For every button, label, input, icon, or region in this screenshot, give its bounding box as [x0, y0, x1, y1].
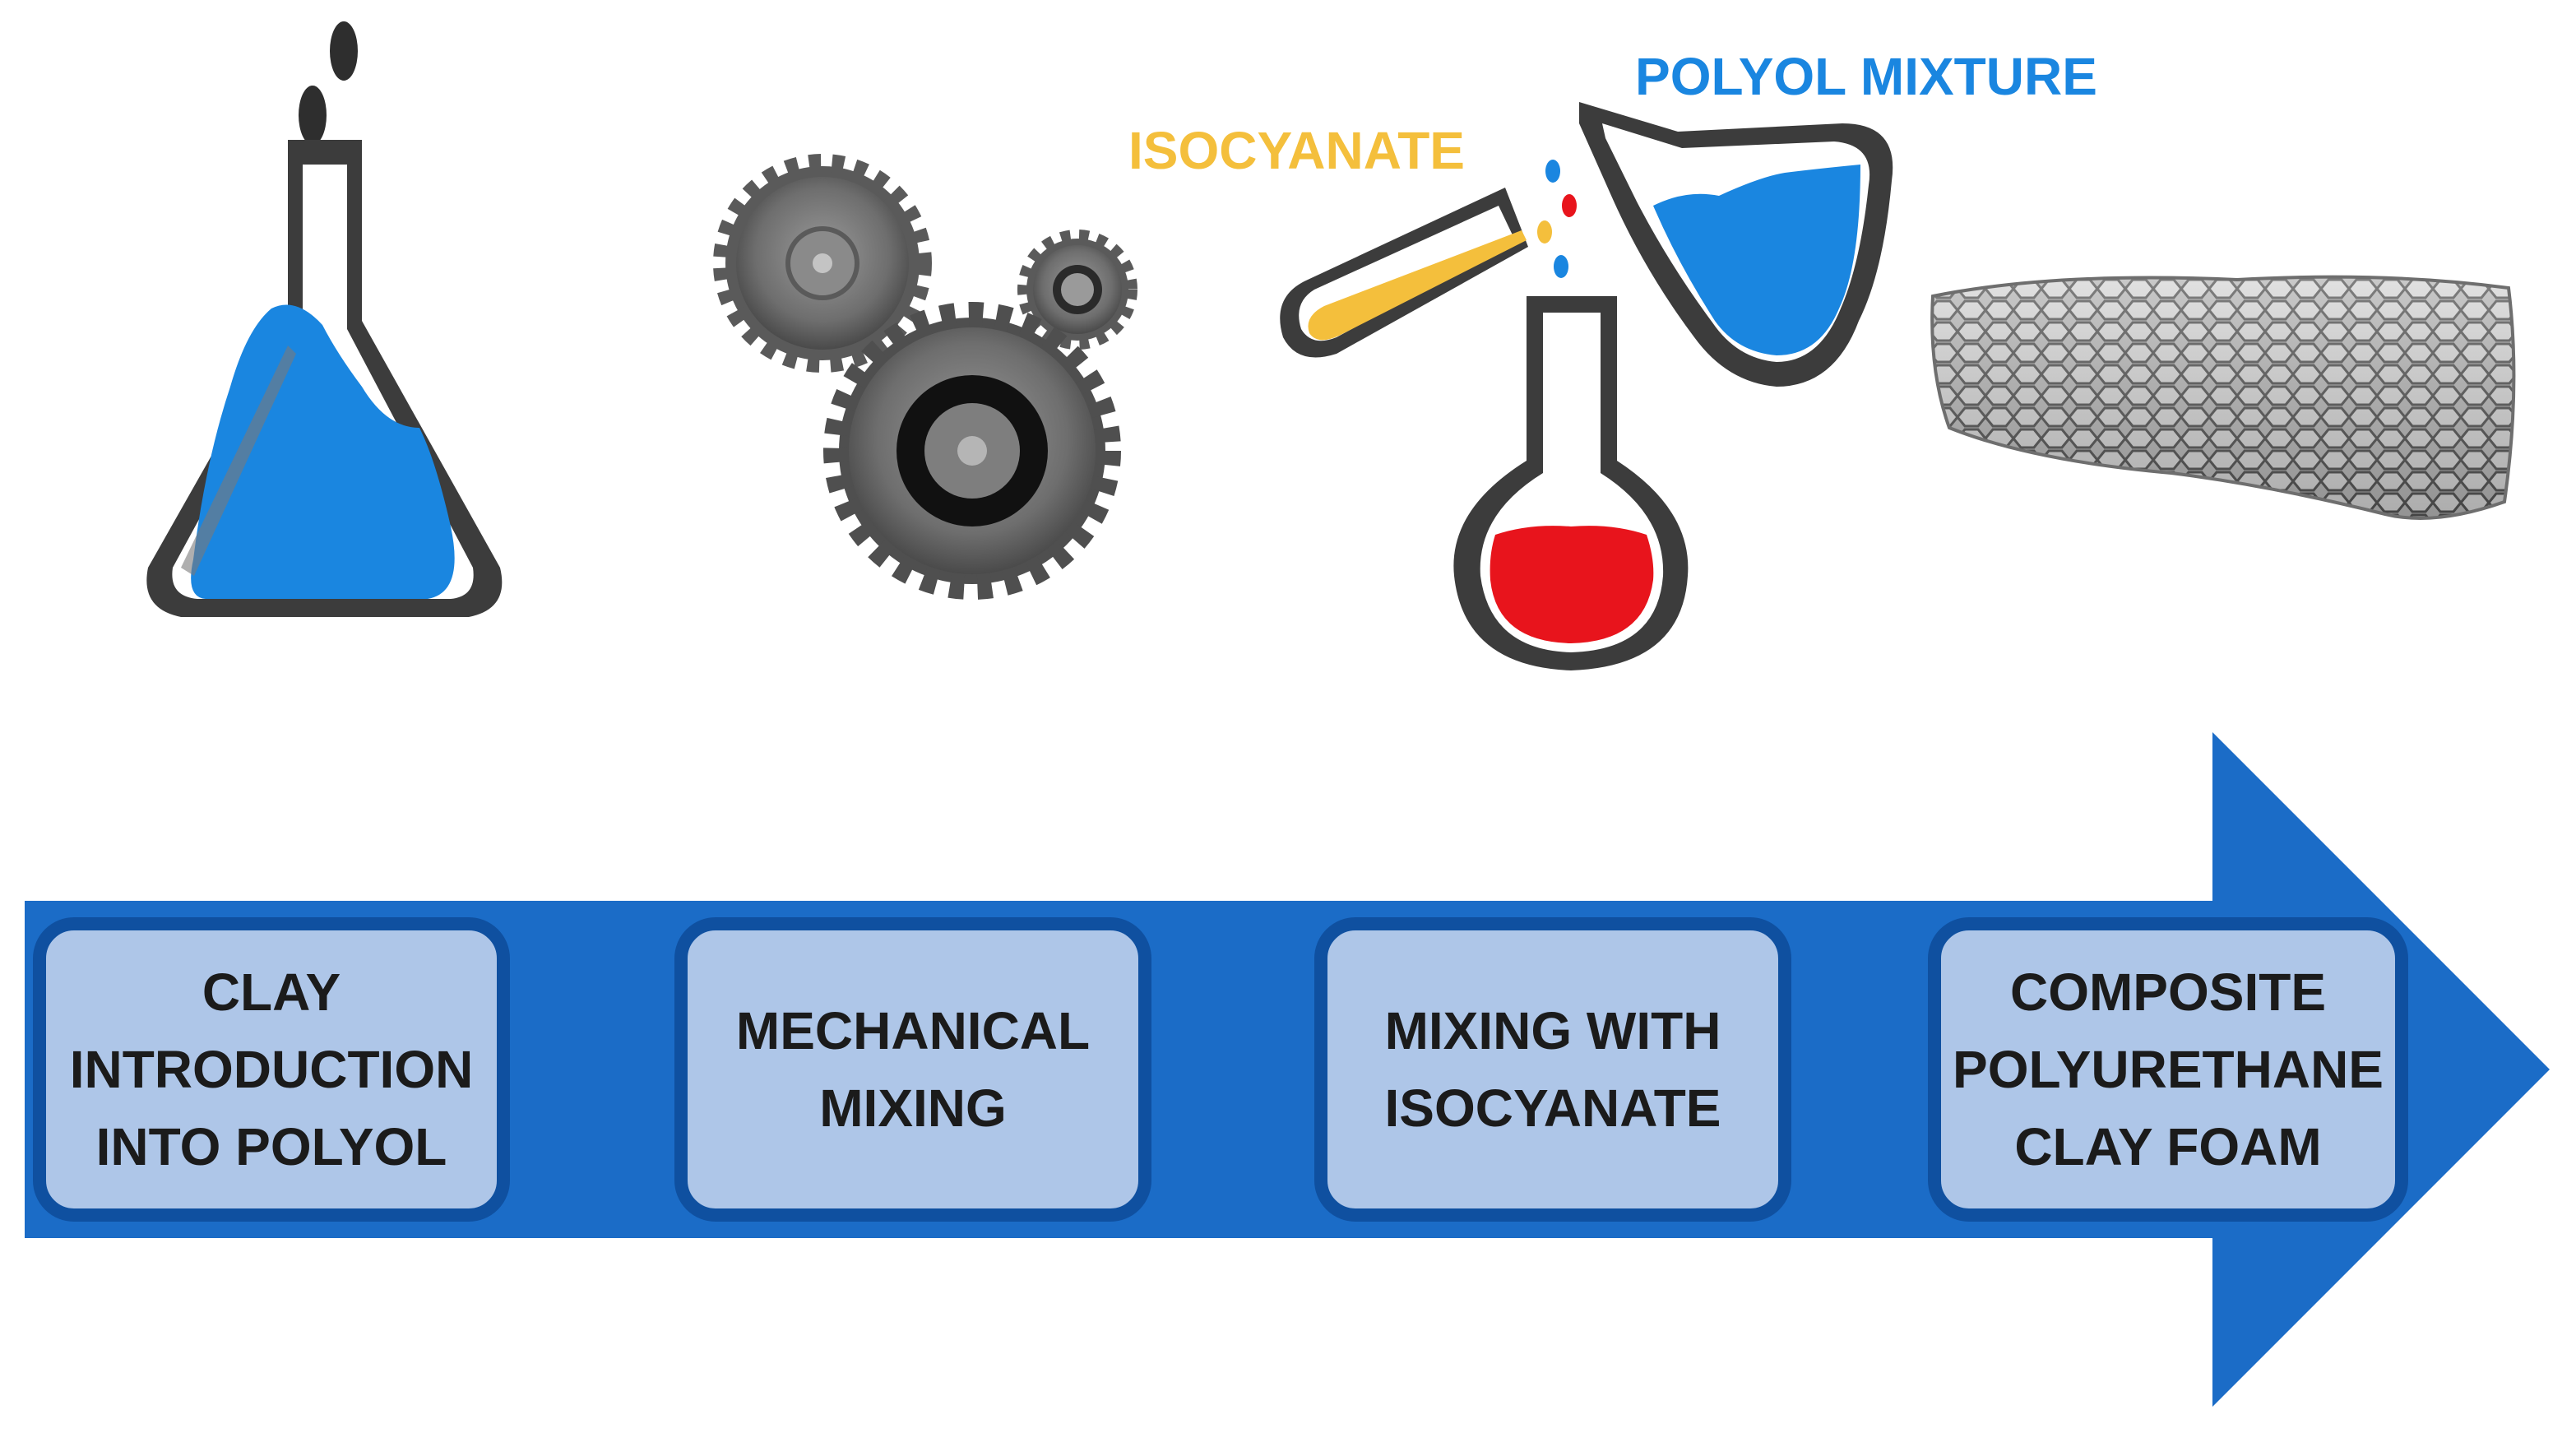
step-1-text: CLAY INTRODUCTION INTO POLYOL	[69, 963, 474, 1176]
pouring-flasks-icon	[1280, 102, 1893, 670]
gear-small-left	[713, 154, 932, 373]
step-clay-introduction: CLAY INTRODUCTION INTO POLYOL	[33, 917, 510, 1222]
step-mechanical-mixing: MECHANICAL MIXING	[674, 917, 1151, 1222]
polyol-mixture-label: POLYOL MIXTURE	[1635, 47, 2097, 106]
process-arrow	[25, 732, 2550, 1407]
clay-pellet	[299, 86, 327, 145]
clay-pellet	[330, 21, 358, 81]
gear-tiny-right	[1017, 230, 1137, 350]
polyol-flask	[1579, 102, 1893, 387]
mixture-liquid	[1490, 526, 1654, 643]
step-mixing-isocyanate: MIXING WITH ISOCYANATE	[1314, 917, 1791, 1222]
mixture-flask	[1453, 296, 1689, 670]
step-3-text: MIXING WITH ISOCYANATE	[1384, 1001, 1721, 1138]
step-2-text: MECHANICAL MIXING	[735, 1001, 1091, 1138]
step-4-text: COMPOSITE POLYURETHANE CLAY FOAM	[1953, 963, 2384, 1176]
gears-icon	[713, 154, 1137, 600]
polyol-liquid	[191, 304, 455, 599]
step-composite-foam: COMPOSITE POLYURETHANE CLAY FOAM	[1928, 917, 2408, 1222]
erlenmeyer-flask-icon	[146, 21, 503, 617]
gear-large	[823, 302, 1121, 600]
isocyanate-label: ISOCYANATE	[1128, 121, 1465, 180]
foam-block-icon	[1930, 275, 2516, 520]
isocyanate-flask	[1280, 188, 1528, 358]
